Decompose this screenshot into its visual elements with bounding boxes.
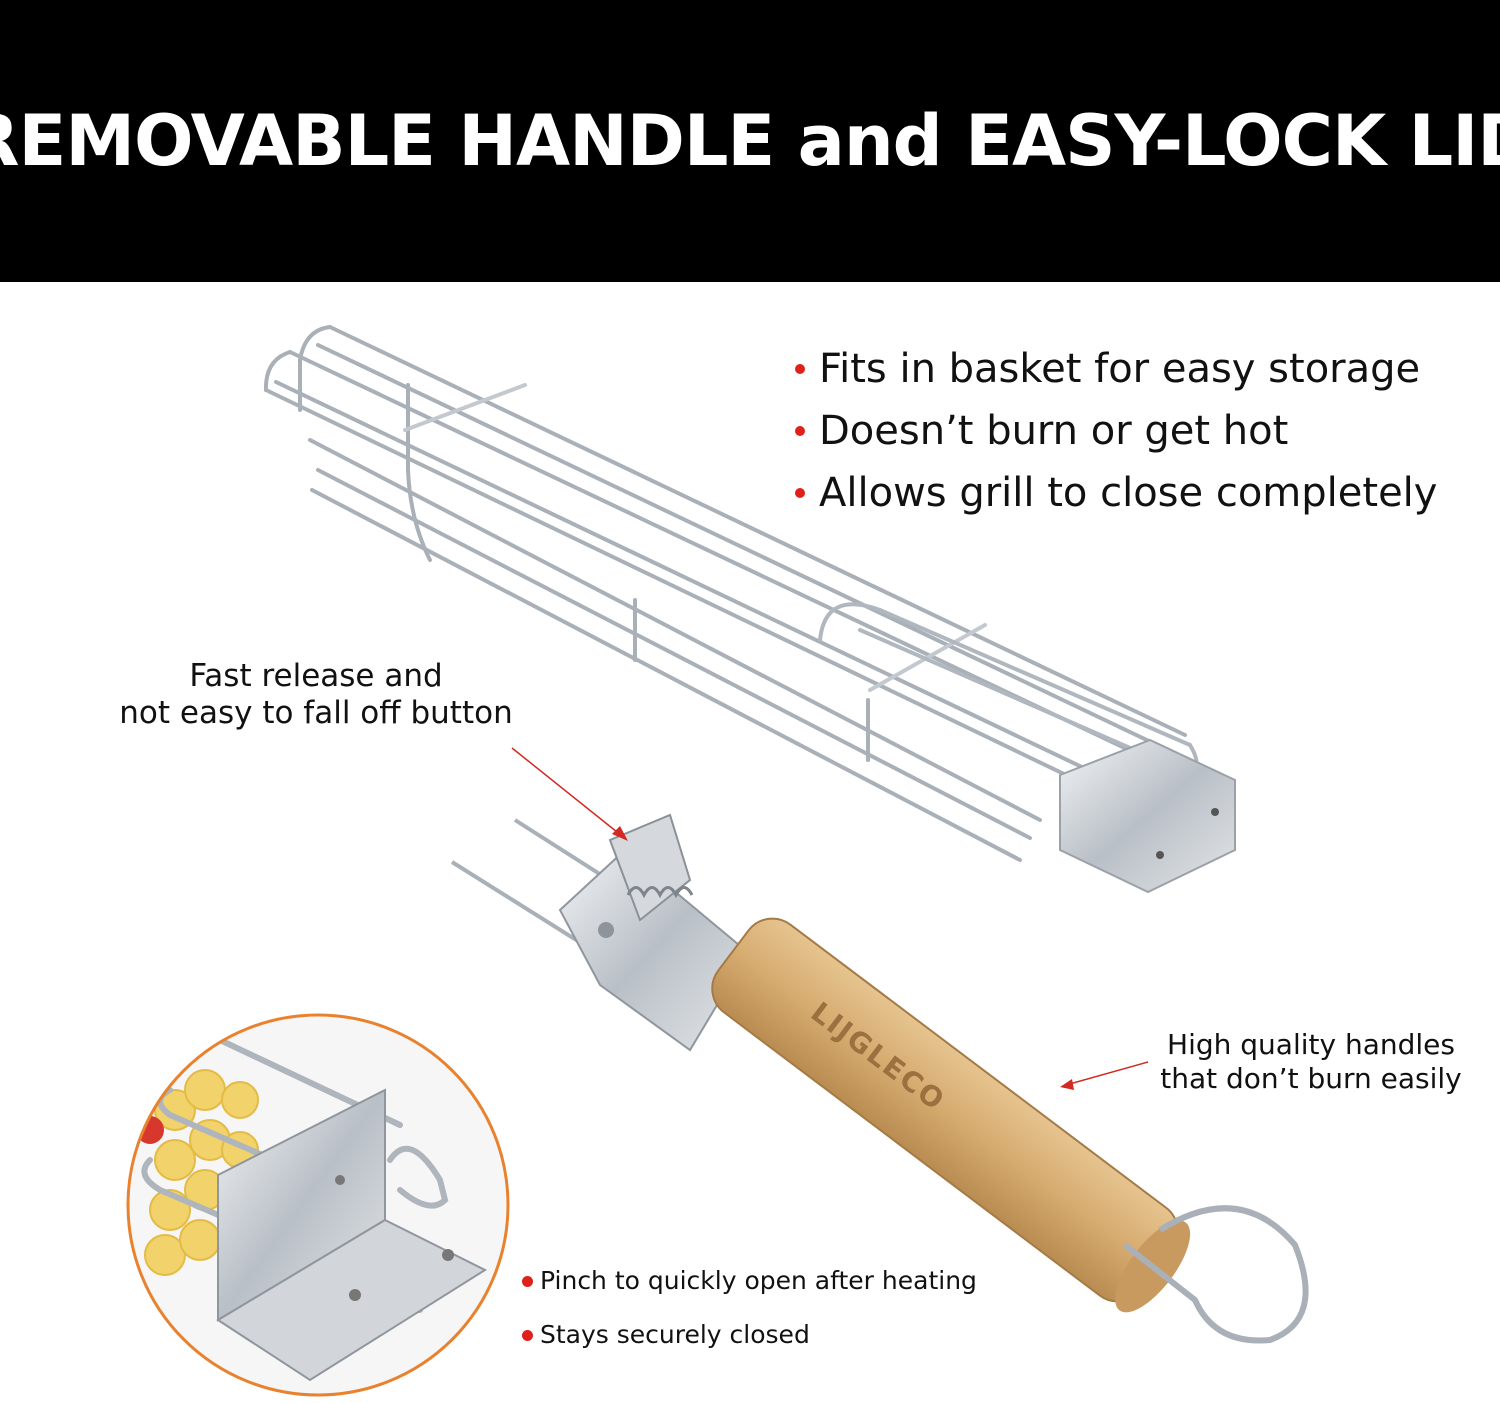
handle-callout: High quality handles that don’t burn eas… xyxy=(1150,1028,1472,1095)
release-button-callout: Fast release and not easy to fall off bu… xyxy=(96,658,536,732)
bullet-icon xyxy=(795,488,805,498)
release-arrow xyxy=(511,747,628,841)
callout-line: Fast release and xyxy=(189,658,443,694)
handle-arrow xyxy=(1060,1061,1149,1090)
feature-text: Allows grill to close completely xyxy=(819,470,1438,516)
lock-feature-text: Pinch to quickly open after heating xyxy=(540,1266,977,1295)
bullet-icon xyxy=(795,426,805,436)
callout-line: that don’t burn easily xyxy=(1160,1061,1462,1095)
title-banner: REMOVABLE HANDLE and EASY-LOCK LID xyxy=(0,0,1500,282)
banner-title: REMOVABLE HANDLE and EASY-LOCK LID xyxy=(0,100,1500,182)
lock-feature-text: Stays securely closed xyxy=(540,1320,810,1349)
feature-item: Allows grill to close completely xyxy=(795,462,1437,524)
feature-item: Doesn’t burn or get hot xyxy=(795,400,1437,462)
basket-end-bracket xyxy=(1059,738,1236,894)
callout-line: not easy to fall off button xyxy=(119,695,513,732)
bullet-icon xyxy=(795,364,805,374)
feature-item: Fits in basket for easy storage xyxy=(795,338,1437,400)
zoom-detail-circle xyxy=(126,1013,510,1397)
lock-feature-list: Pinch to quickly open after heating Stay… xyxy=(522,1254,977,1362)
bullet-icon xyxy=(522,1329,533,1341)
lock-feature-item: Pinch to quickly open after heating xyxy=(522,1254,977,1308)
feature-list: Fits in basket for easy storage Doesn’t … xyxy=(795,338,1437,524)
lock-feature-item: Stays securely closed xyxy=(522,1308,977,1362)
feature-text: Doesn’t burn or get hot xyxy=(819,408,1289,454)
feature-text: Fits in basket for easy storage xyxy=(819,346,1421,392)
callout-line: High quality handles xyxy=(1167,1028,1455,1061)
bullet-icon xyxy=(522,1275,533,1287)
